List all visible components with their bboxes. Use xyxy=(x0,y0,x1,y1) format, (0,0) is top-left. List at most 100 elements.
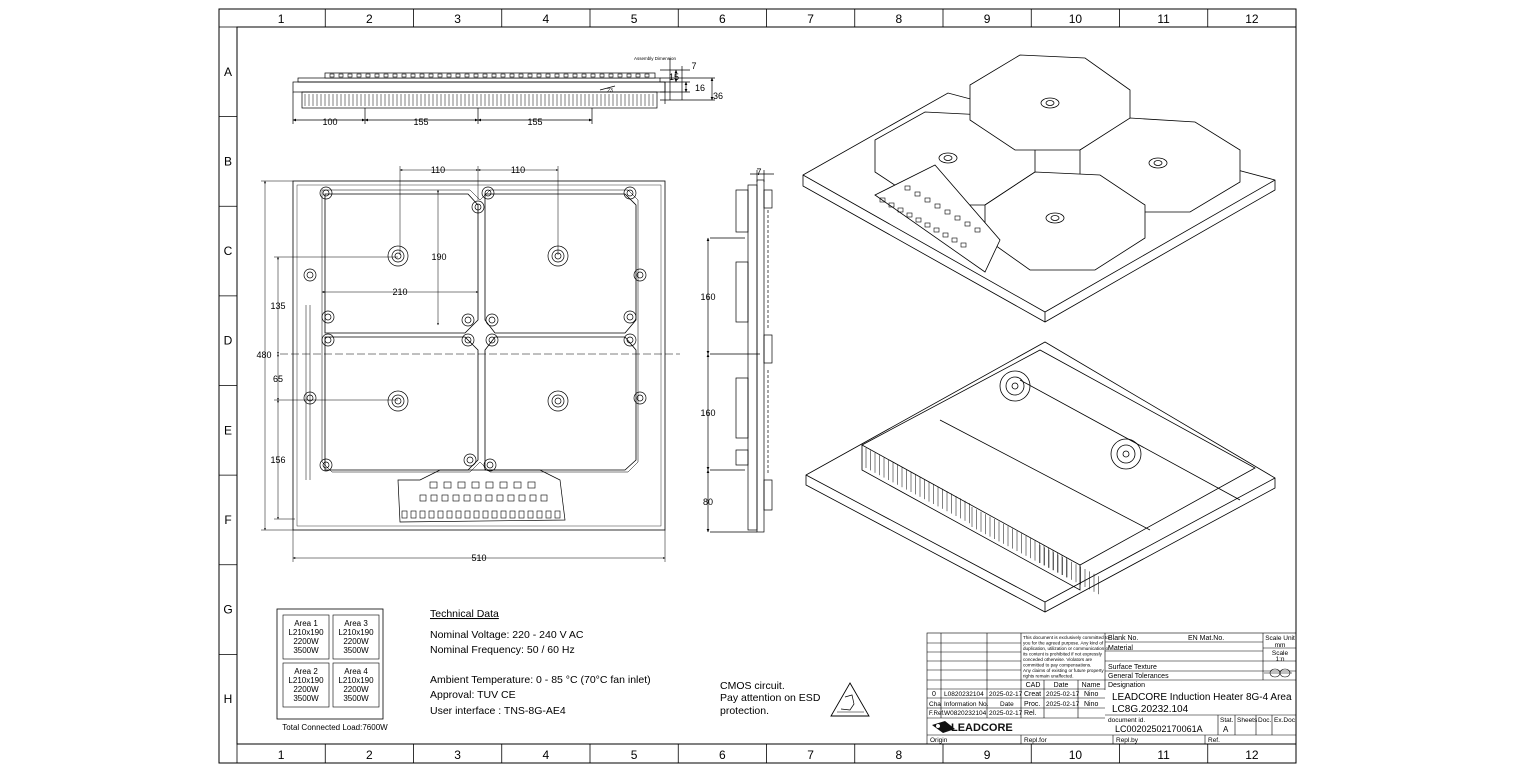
doc-id-value: LC00202502170061A xyxy=(1115,724,1203,734)
pcb-component xyxy=(914,191,921,197)
mounting-hole-inner xyxy=(324,313,332,321)
dim-15: 15 xyxy=(669,72,679,82)
area-cell-text: 3500W xyxy=(343,646,369,655)
column-label: 8 xyxy=(896,12,903,26)
proc-name: Nino xyxy=(1084,701,1099,708)
pcb-component xyxy=(904,185,911,191)
component-mark xyxy=(392,73,398,78)
component-mark xyxy=(383,73,389,78)
tech-heading: Technical Data xyxy=(430,608,499,620)
dim-36: 36 xyxy=(713,91,723,101)
component-mark xyxy=(473,73,479,78)
column-ticks xyxy=(236,9,1209,763)
dim-480: 480 xyxy=(256,350,271,360)
mounting-hole-inner xyxy=(464,316,472,324)
mounting-hole xyxy=(461,313,475,327)
component-mark xyxy=(644,73,650,78)
component-mark xyxy=(554,73,560,78)
component-mark xyxy=(491,73,497,78)
component-mark xyxy=(428,73,434,78)
column-label: 12 xyxy=(1245,12,1259,26)
side-view xyxy=(706,170,774,533)
component-mark xyxy=(374,73,380,78)
pcb-component xyxy=(944,209,951,215)
column-label: 8 xyxy=(896,748,903,762)
component-mark xyxy=(356,73,362,78)
area-cell-text: Area 4 xyxy=(344,667,368,676)
sheets-label: Sheets xyxy=(1237,717,1258,724)
row-label: H xyxy=(224,692,233,706)
mounting-hole-inner xyxy=(486,461,494,469)
column-label: 1 xyxy=(278,12,285,26)
component-mark xyxy=(599,73,605,78)
column-label: 1 xyxy=(278,748,285,762)
area-cell-text: L210x190 xyxy=(288,676,324,685)
area-cell-text: Area 2 xyxy=(294,667,318,676)
row-label: D xyxy=(224,334,233,348)
component-mark xyxy=(536,73,542,78)
area-cell-text: L210x190 xyxy=(288,628,324,637)
component-mark xyxy=(572,73,578,78)
column-label: 3 xyxy=(454,12,461,26)
dim-155-b: 155 xyxy=(527,117,542,127)
dim-210: 210 xyxy=(392,287,407,297)
mounting-hole-inner xyxy=(466,456,474,464)
mounting-hole xyxy=(471,200,485,214)
pcb-component xyxy=(401,510,408,519)
area-cell xyxy=(332,614,380,660)
mounting-hole-inner xyxy=(488,336,496,344)
area-cell-text: 3500W xyxy=(343,694,369,703)
area-cell xyxy=(332,662,380,708)
assembly-dimension-note: Assembly Dimension xyxy=(634,56,677,61)
dim-110-a: 110 xyxy=(431,165,445,175)
column-label: 9 xyxy=(984,12,991,26)
mounting-hole-inner xyxy=(626,189,634,197)
pcb-component xyxy=(443,481,452,489)
component-mark xyxy=(518,73,524,78)
area-cell-text: 3500W xyxy=(293,694,319,703)
surface-texture-label: Surface Texture xyxy=(1108,664,1157,671)
component-mark xyxy=(590,73,596,78)
area-cell-text: 2200W xyxy=(293,685,319,694)
repl-by-label: Repl.by xyxy=(1116,737,1139,744)
pcb-component xyxy=(518,494,526,502)
notice-line: its content is prohibited if not express… xyxy=(1023,652,1103,657)
dim-160-b: 160 xyxy=(700,408,715,418)
pcb-component xyxy=(540,494,548,502)
area-cell-text: Area 1 xyxy=(294,619,318,628)
coil-ring xyxy=(391,249,405,263)
pcb-component xyxy=(974,227,981,233)
mounting-hole-inner xyxy=(484,189,492,197)
pcb-component xyxy=(529,494,537,502)
designation-line-1: LEADCORE Induction Heater 8G-4 Area xyxy=(1112,692,1292,703)
mounting-hole-inner xyxy=(474,203,482,211)
mounting-hole-inner xyxy=(636,271,644,279)
column-label: 9 xyxy=(984,748,991,762)
coil-ring xyxy=(391,394,405,408)
column-label: 5 xyxy=(631,748,638,762)
dim-65: 65 xyxy=(273,374,283,384)
component-mark xyxy=(635,73,641,78)
column-label: 4 xyxy=(543,748,550,762)
column-label: 7 xyxy=(807,12,814,26)
creat-date: 2025-02-17 xyxy=(1046,691,1080,698)
front-elevation-dims: 100 155 155 15 7 16 36 23 Assembly Dimen… xyxy=(322,56,723,127)
pcb-component xyxy=(545,510,552,519)
hdr-cad: CAD xyxy=(1026,682,1041,689)
coil-ring xyxy=(547,390,569,412)
pcb-component xyxy=(897,207,904,213)
esd-line-1: CMOS circuit. xyxy=(720,680,785,692)
area-cell xyxy=(282,662,330,708)
isometric-bottom-view xyxy=(805,341,1276,613)
pcb-component xyxy=(471,481,480,489)
pcb-component xyxy=(499,481,508,489)
pcb-component xyxy=(464,510,471,519)
mounting-hole-inner xyxy=(464,336,472,344)
column-label: 7 xyxy=(807,748,814,762)
esd-warning-icon xyxy=(830,682,870,717)
column-label: 3 xyxy=(454,748,461,762)
mounting-hole xyxy=(321,333,335,347)
pcb-component xyxy=(934,203,941,209)
